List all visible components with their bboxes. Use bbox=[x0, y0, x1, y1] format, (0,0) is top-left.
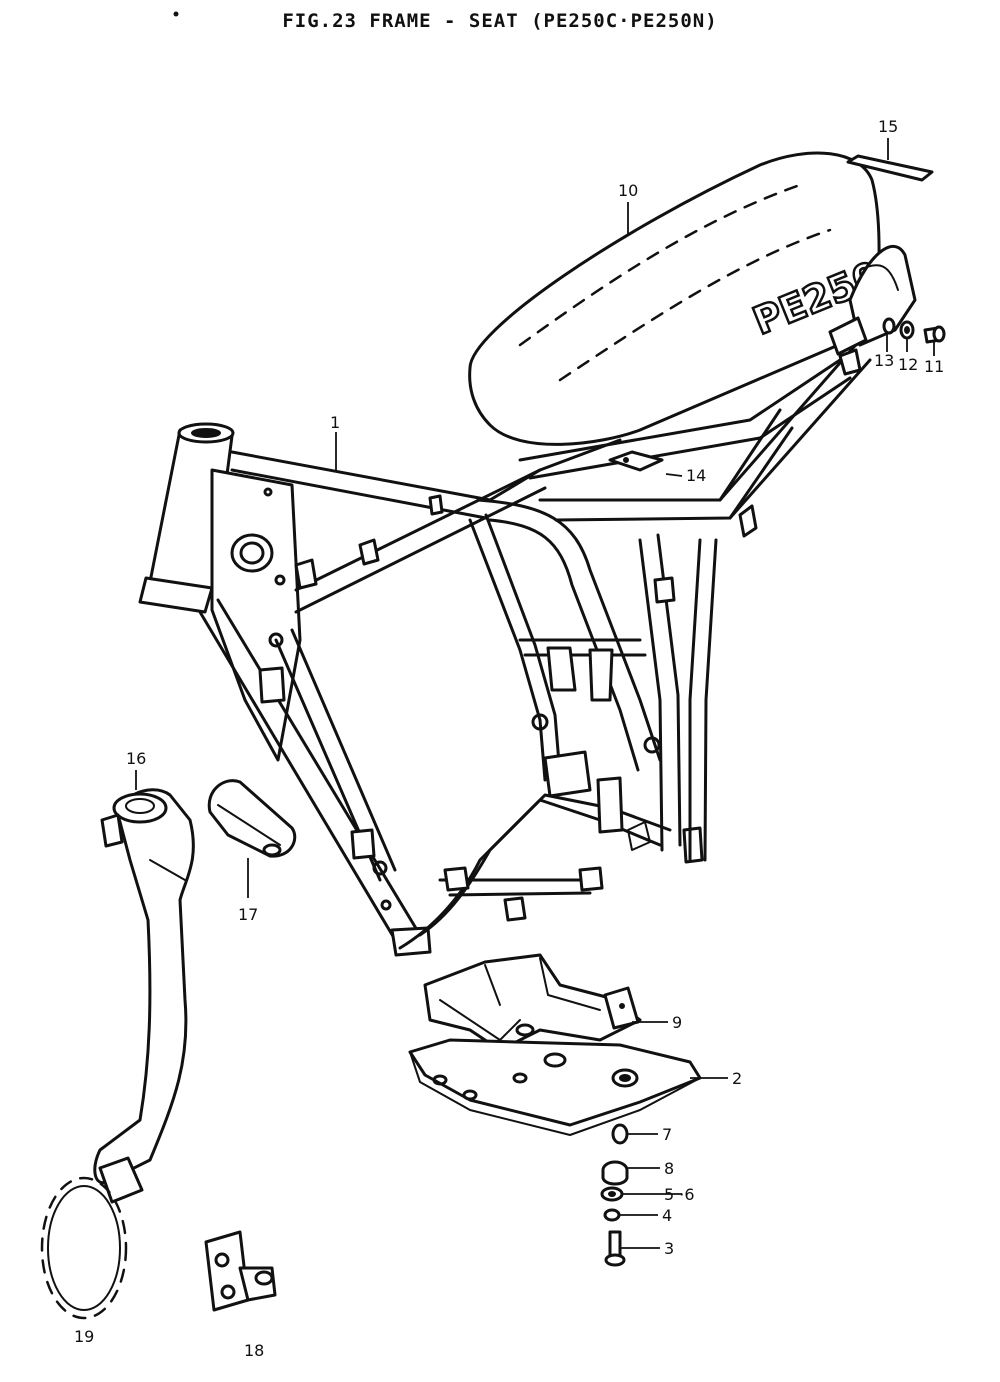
callout-4: 4 bbox=[662, 1206, 672, 1225]
page-title: FIG.23 FRAME - SEAT (PE250C·PE250N) bbox=[282, 10, 718, 32]
collar-7[interactable] bbox=[611, 1123, 629, 1145]
callout-labels: 1 2 3 4 5 ·6 7 8 9 10 11 12 13 14 15 16 … bbox=[74, 117, 944, 1360]
leader-lines bbox=[135, 138, 935, 1249]
skid-plate-2[interactable] bbox=[408, 1038, 702, 1136]
callout-3: 3 bbox=[664, 1239, 674, 1258]
frame[interactable] bbox=[138, 338, 872, 957]
callout-12: 12 bbox=[898, 355, 918, 374]
callout-8: 8 bbox=[664, 1159, 674, 1178]
callout-16: 16 bbox=[126, 749, 146, 768]
callout-11: 11 bbox=[924, 357, 944, 376]
callout-15: 15 bbox=[878, 117, 898, 136]
callout-2: 2 bbox=[732, 1069, 742, 1088]
bracket-18[interactable] bbox=[204, 1230, 277, 1312]
callout-13: 13 bbox=[874, 351, 894, 370]
seat-plate-15[interactable] bbox=[846, 154, 934, 182]
seat[interactable]: PE250 bbox=[468, 151, 917, 446]
callout-19: 19 bbox=[74, 1327, 94, 1346]
kick-pedal-rubber-17[interactable] bbox=[207, 779, 297, 858]
kick-starter-lever-16[interactable] bbox=[93, 788, 195, 1204]
callout-5-6: 5 ·6 bbox=[664, 1185, 695, 1204]
callout-18: 18 bbox=[244, 1341, 264, 1360]
callout-17: 17 bbox=[238, 905, 258, 924]
washer-5-6[interactable] bbox=[600, 1186, 624, 1202]
callout-1: 1 bbox=[330, 413, 340, 432]
skid-plate-bracket-9[interactable] bbox=[423, 953, 642, 1052]
circlip-19[interactable] bbox=[40, 1176, 128, 1320]
bolt-3[interactable] bbox=[604, 1230, 626, 1267]
lock-washer-4[interactable] bbox=[603, 1208, 621, 1222]
seat-bracket-14[interactable] bbox=[608, 450, 664, 472]
callout-9: 9 bbox=[672, 1013, 682, 1032]
seat-bolt-washer-set[interactable] bbox=[882, 317, 946, 344]
callout-7: 7 bbox=[662, 1125, 672, 1144]
cushion-8[interactable] bbox=[601, 1160, 629, 1186]
callout-10: 10 bbox=[618, 181, 638, 200]
callout-14: 14 bbox=[686, 466, 706, 485]
